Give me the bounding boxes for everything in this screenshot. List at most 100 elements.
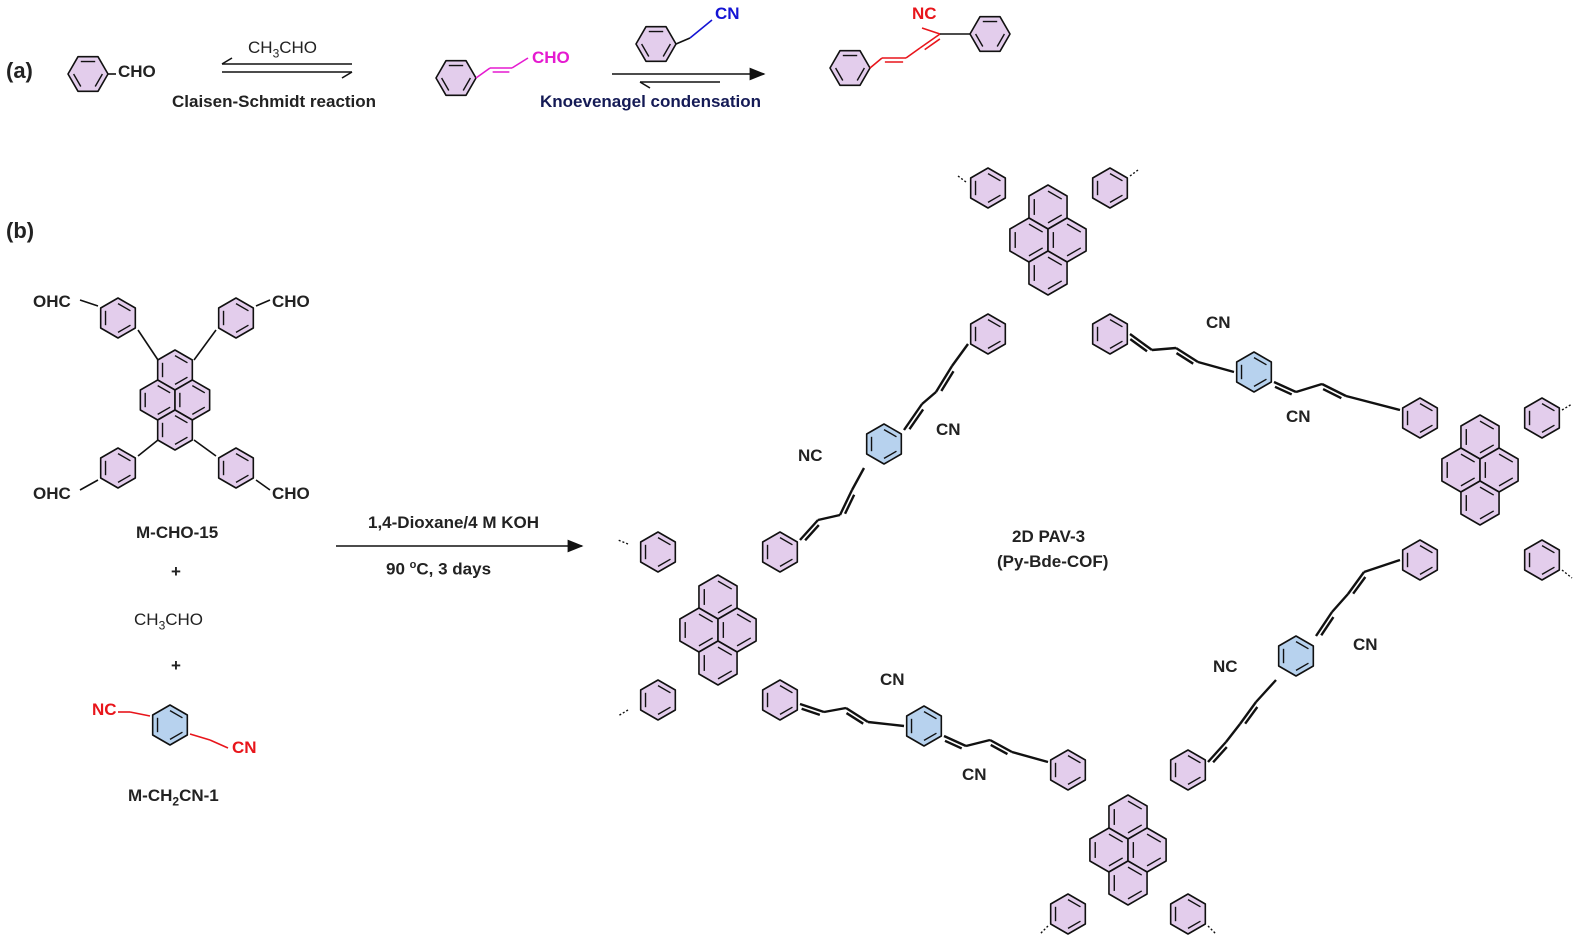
bond-line (1295, 382, 1323, 394)
double-bond-line (235, 324, 249, 334)
bond-line (921, 391, 937, 405)
double-bond-line (657, 684, 671, 694)
bond-line (989, 738, 1013, 754)
double-bond-line (1295, 640, 1309, 650)
ch3cho-reagent: CH3CHO (134, 610, 204, 633)
bond-line (129, 711, 151, 717)
benzaldehyde-cho-label: CHO (118, 62, 156, 81)
double-bond-line (117, 474, 131, 484)
bond-line (1129, 333, 1153, 351)
bond-line (137, 439, 159, 457)
bond-line (689, 19, 713, 39)
double-bond-line (1253, 378, 1267, 388)
bond-line (799, 702, 825, 714)
m2-nc-label: NC (92, 700, 117, 719)
bond-line (1331, 593, 1349, 613)
phenylacetonitrile-cn-label: CN (715, 4, 740, 23)
double-bond-line (462, 77, 472, 91)
bond-line (905, 47, 921, 59)
m1-group-ohc-top: OHC (33, 292, 71, 311)
double-bond-line (1419, 402, 1433, 412)
double-bond-line (883, 450, 897, 460)
bond-line (79, 479, 99, 491)
double-bond-line (717, 580, 733, 590)
bond-line (1239, 701, 1257, 725)
bond-line (137, 329, 159, 361)
bond-line (1273, 380, 1297, 394)
bond-line (1175, 352, 1194, 365)
double-bond-line (657, 536, 671, 546)
bond-line (221, 57, 233, 65)
bond-line (845, 712, 864, 725)
double-bond-line (117, 324, 131, 334)
double-bond-line (1028, 247, 1044, 257)
product-subname: (Py-Bde-COF) (997, 552, 1109, 571)
double-bond-line (779, 706, 793, 716)
double-bond-line (1419, 566, 1433, 576)
double-bond-line (1067, 776, 1081, 786)
double-bond-line (1419, 544, 1433, 554)
bond-line (1244, 706, 1259, 725)
bond-line (1274, 385, 1293, 396)
double-bond-line (1127, 890, 1143, 900)
double-bond-line (94, 73, 104, 87)
double-bond-line (1066, 247, 1082, 257)
bond-line (799, 519, 819, 541)
bond-line (903, 403, 923, 431)
double-bond-line (1187, 898, 1201, 908)
bond-line (1320, 616, 1335, 637)
double-bond-line (856, 67, 866, 81)
double-bond-line (1541, 544, 1555, 554)
double-bond-line (169, 709, 183, 719)
double-bond-line (1066, 223, 1082, 233)
bond-line (850, 467, 866, 491)
bond-line (193, 439, 217, 457)
dashed-bond (1039, 925, 1049, 935)
monomer1-name: M-CHO-15 (136, 523, 219, 542)
bond-line (639, 81, 651, 89)
bond-line (1363, 558, 1401, 574)
double-bond-line (72, 73, 82, 87)
double-bond-line (1067, 898, 1081, 908)
double-bond-line (174, 376, 188, 386)
m1-group-cho-bottom: CHO (272, 484, 310, 503)
bond-line (919, 33, 941, 49)
bond-line (823, 706, 847, 714)
double-bond-line (1295, 662, 1309, 672)
double-bond-line (1109, 340, 1123, 350)
bond-line (1255, 679, 1277, 703)
double-bond-line (174, 414, 188, 424)
dashed-bond (1561, 403, 1573, 411)
bond-line (924, 38, 941, 51)
bond-line (801, 707, 821, 716)
bond-line (934, 365, 954, 393)
bond-line (1322, 387, 1342, 400)
bond-line (990, 743, 1009, 756)
double-bond-line (736, 637, 752, 647)
double-bond-line (1460, 477, 1476, 487)
double-bond-line (1047, 280, 1063, 290)
double-bond-line (117, 302, 131, 312)
double-bond-line (157, 406, 171, 416)
bond-line (1197, 360, 1235, 374)
double-bond-line (235, 452, 249, 462)
bond-line (965, 738, 991, 748)
double-bond-line (1187, 754, 1201, 764)
bond-line (475, 67, 491, 79)
bond-line (869, 57, 883, 69)
bond-line (255, 479, 271, 491)
double-bond-line (779, 558, 793, 568)
double-bond-line (1028, 223, 1044, 233)
dashed-bond (1561, 569, 1573, 579)
double-bond-line (235, 474, 249, 484)
double-bond-line (974, 33, 984, 47)
bond-line (675, 37, 691, 45)
double-bond-line (1047, 190, 1063, 200)
double-bond-line (1541, 424, 1555, 434)
bond-line (511, 57, 529, 69)
double-bond-line (1109, 172, 1123, 182)
bond-line (189, 733, 211, 741)
step1-name-label: Claisen-Schmidt reaction (172, 92, 377, 111)
cof-nc-label: NC (1213, 657, 1238, 676)
